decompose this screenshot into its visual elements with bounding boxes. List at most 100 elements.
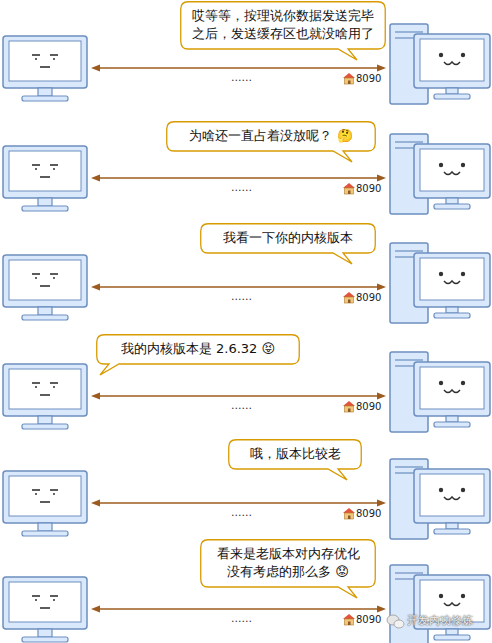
bubble-text: 为啥还一直占着没放呢？ 🤔 (166, 121, 376, 151)
house-roof (343, 292, 355, 297)
mouth (40, 394, 50, 396)
monitor-base (22, 637, 68, 642)
bubble-shape (229, 440, 362, 480)
house-door (348, 81, 351, 85)
monitor-frame (3, 36, 87, 88)
house-roof (343, 183, 355, 188)
monitor-screen (9, 151, 81, 191)
eye-dot (35, 493, 37, 494)
eye (461, 488, 465, 492)
monitor-base (22, 96, 68, 101)
monitor-screen (9, 41, 81, 81)
speech-bubble: 看来是老版本对内存优化 没有考虑的那么多 😟 (200, 539, 376, 598)
eye (461, 53, 465, 57)
monitor-frame (3, 577, 87, 629)
eye-dot (35, 168, 37, 169)
eye (50, 595, 58, 597)
monitor-neck (446, 523, 458, 529)
watermark: 开发内功修炼 (407, 614, 473, 627)
bubble-shape (97, 335, 300, 375)
speech-bubble: 我的内核版本是 2.6.32 😝 (96, 334, 300, 375)
house-wall (345, 513, 354, 519)
monitor-frame (414, 144, 490, 198)
eye (50, 273, 58, 275)
eye (461, 381, 465, 385)
monitor-screen (9, 582, 81, 622)
eye (32, 164, 40, 166)
eye (32, 273, 40, 275)
house-door (348, 300, 351, 304)
house-roof (343, 73, 355, 78)
computer-pair (3, 459, 490, 539)
monitor-base (434, 204, 470, 209)
monitor-neck (38, 416, 52, 424)
bubble-text: 我看一下你的内核版本 (200, 223, 376, 253)
ellipsis-label: ...... (231, 290, 252, 303)
eye (50, 382, 58, 384)
ellipsis-label: ...... (231, 181, 252, 194)
chat-bubble (394, 620, 404, 628)
monitor-neck (446, 307, 458, 313)
bubble-shape (201, 224, 376, 264)
eye (32, 595, 40, 597)
house-door (348, 191, 351, 195)
connection-line (97, 67, 380, 68)
house-roof (343, 508, 355, 513)
eye (32, 382, 40, 384)
house-roof (343, 401, 355, 406)
eye (439, 53, 443, 57)
arrow-head (91, 606, 100, 613)
monitor-base (22, 424, 68, 429)
eye (32, 54, 40, 56)
port-number: 8090 (356, 292, 381, 304)
mouth (444, 603, 460, 606)
mouth (40, 66, 50, 68)
house-door (348, 409, 351, 413)
mouth (444, 497, 460, 500)
monitor-neck (38, 307, 52, 315)
house-door (348, 622, 351, 626)
monitor-frame (3, 364, 87, 416)
monitor-screen (420, 258, 484, 300)
monitor-screen (9, 260, 81, 300)
eye (50, 489, 58, 491)
ellipsis-label: ...... (231, 399, 252, 412)
bubble-text: 哦，版本比较老 (228, 439, 362, 469)
bubble-shape (181, 2, 386, 60)
arrow-head (91, 284, 100, 291)
mouth (40, 607, 50, 609)
ellipsis-label: ...... (231, 612, 252, 625)
eye (461, 272, 465, 276)
ellipsis-label: ...... (231, 506, 252, 519)
eye-dot (53, 58, 55, 59)
monitor-base (22, 206, 68, 211)
port-number: 8090 (356, 183, 381, 195)
tower-slot (395, 572, 423, 573)
monitor-frame (414, 362, 490, 416)
tower-slot (395, 250, 423, 251)
eye-dot (53, 168, 55, 169)
monitor-frame (414, 469, 490, 523)
eye-dot (35, 58, 37, 59)
port-number: 8090 (356, 401, 381, 413)
eye (461, 594, 465, 598)
monitor-frame (414, 253, 490, 307)
connection-line (97, 177, 380, 178)
eye (439, 272, 443, 276)
arrow-head (377, 65, 386, 72)
monitor-frame (3, 255, 87, 307)
mouth (40, 501, 50, 503)
speech-bubble: 哦，版本比较老 (228, 439, 362, 480)
tower-slot (395, 141, 423, 142)
monitor-neck (446, 198, 458, 204)
wechat-icon (387, 615, 404, 628)
mouth (444, 172, 460, 175)
monitor-screen (420, 149, 484, 191)
eye (439, 163, 443, 167)
eye-dot (53, 599, 55, 600)
port-number: 8090 (356, 614, 381, 626)
bubble-text: 哎等等，按理说你数据发送完毕 之后，发送缓存区也就没啥用了 (180, 1, 386, 49)
house-wall (345, 297, 354, 303)
eye-dot (53, 493, 55, 494)
ellipsis-label: ...... (231, 71, 252, 84)
